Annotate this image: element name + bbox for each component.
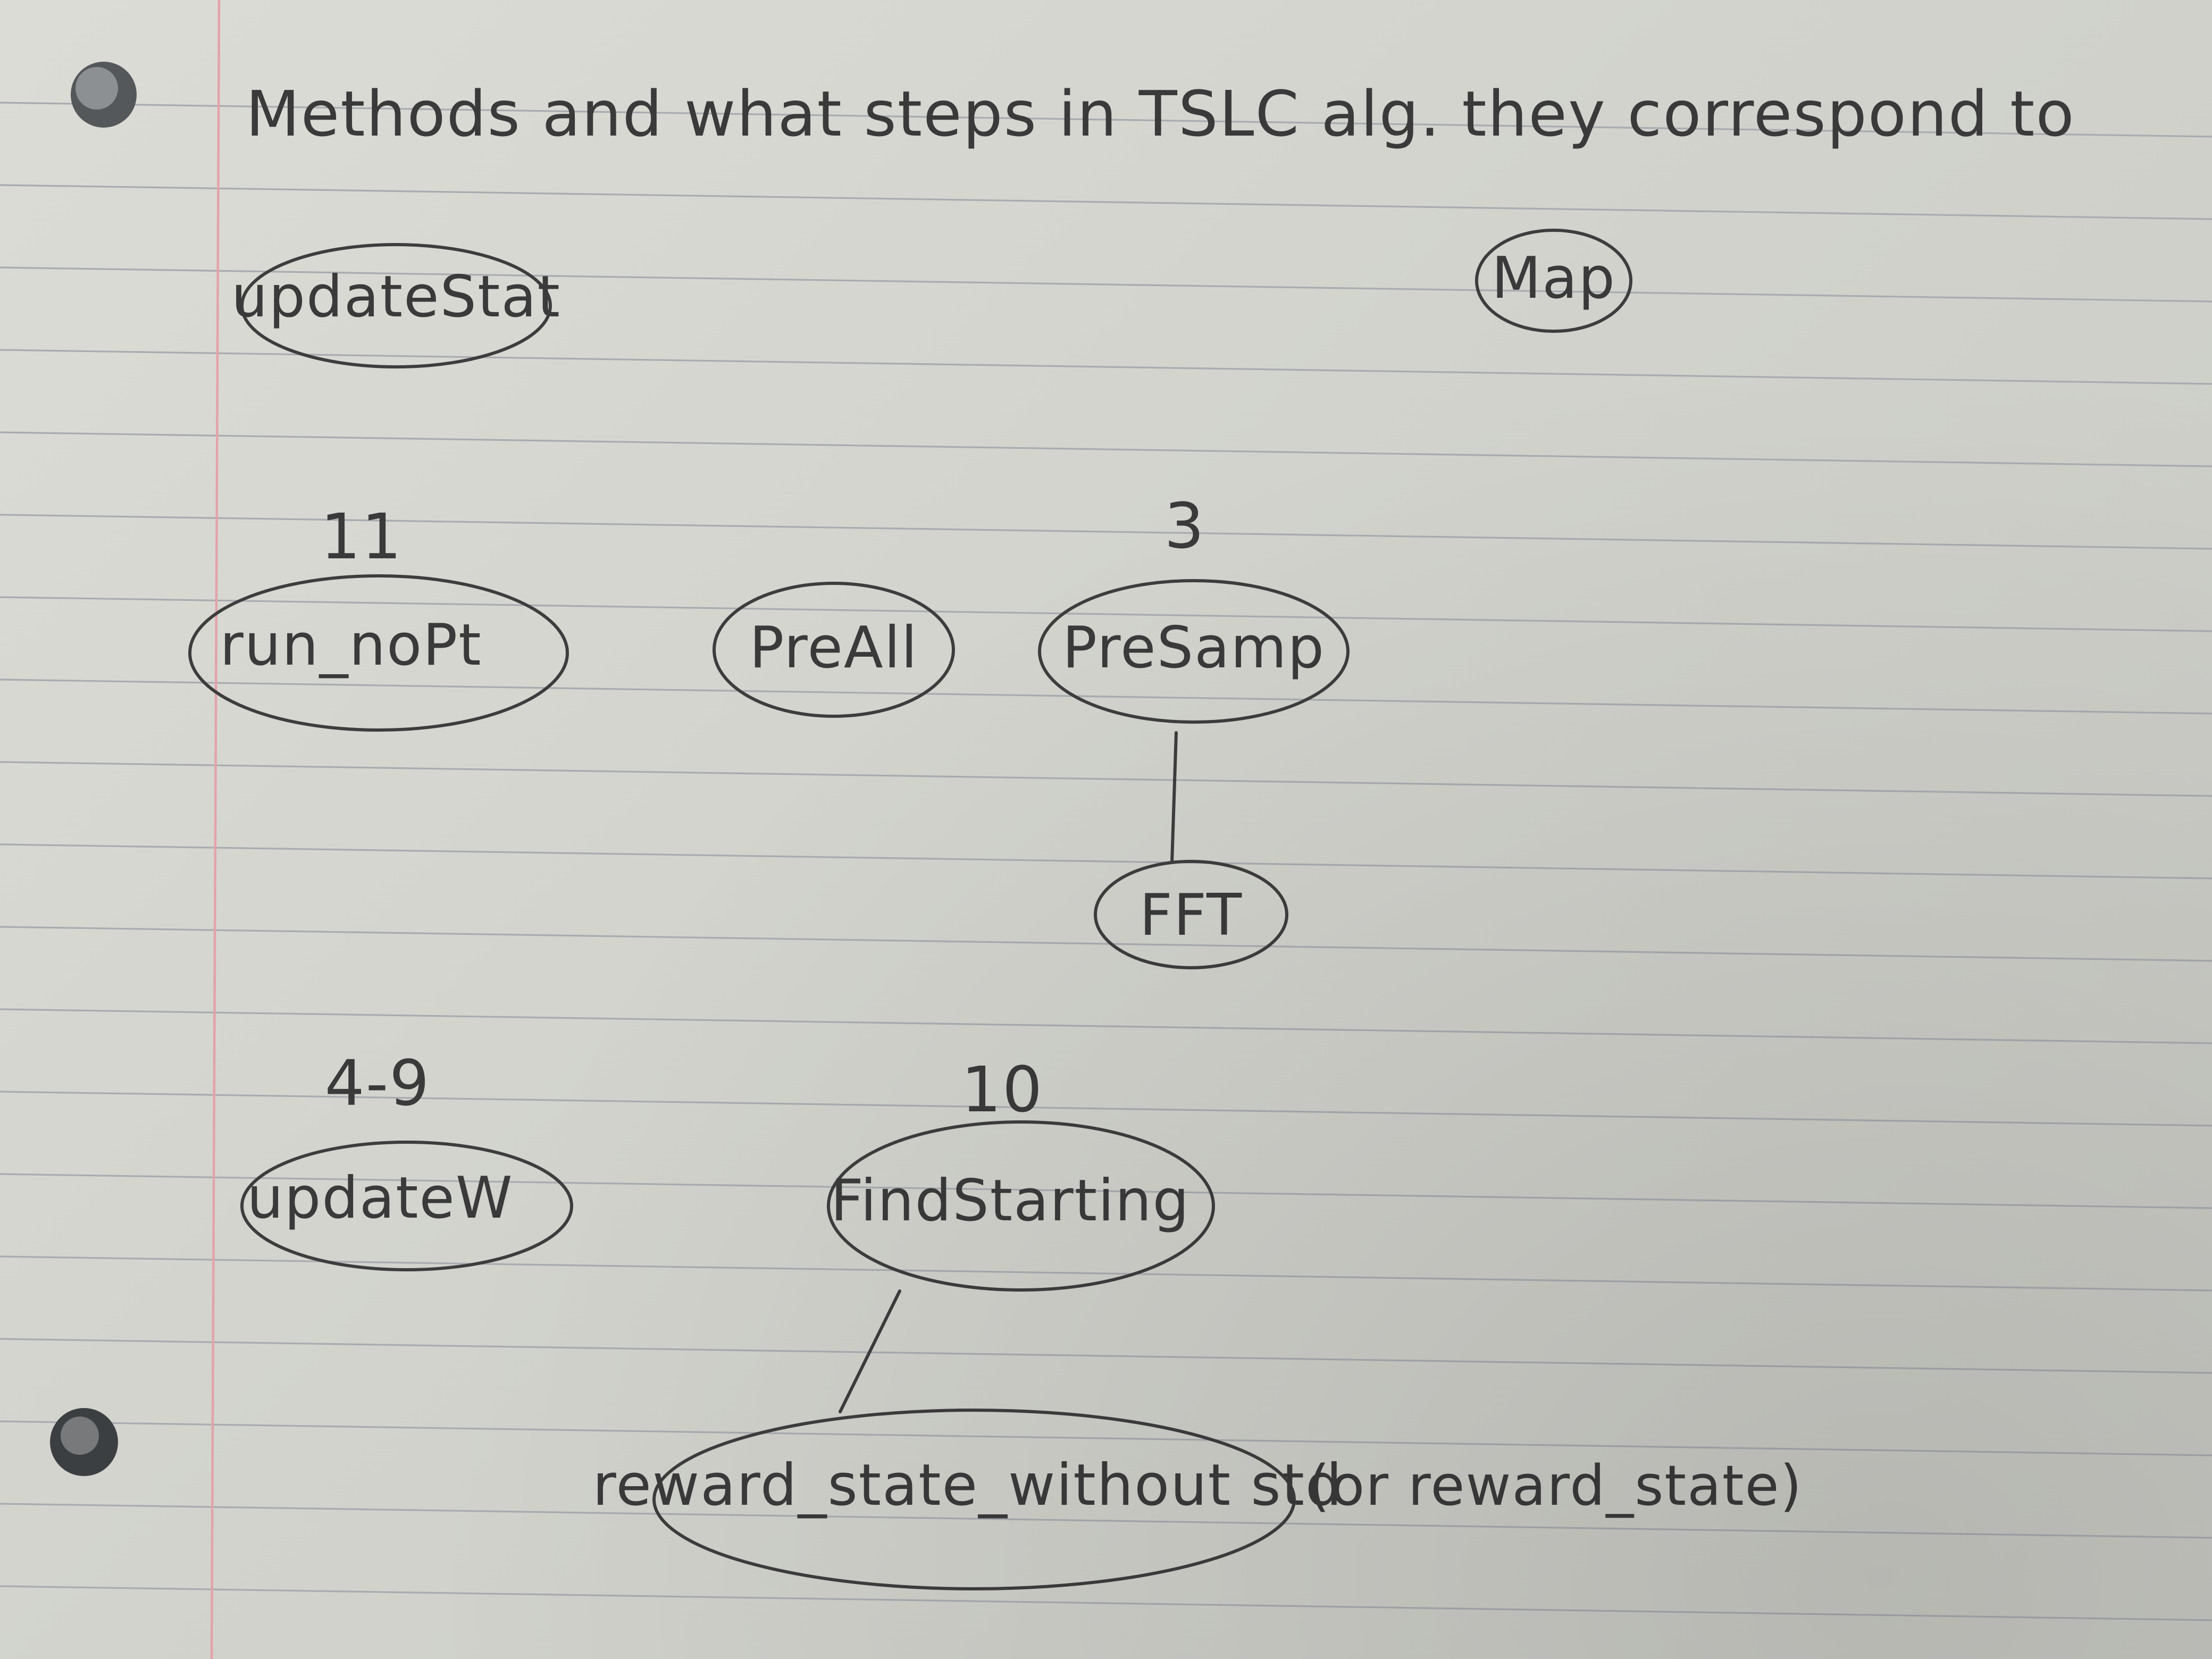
- step-label-update-w: 4-9: [325, 1046, 431, 1120]
- map-label: Map: [1492, 245, 1616, 312]
- connector-presamp-fft: [1170, 731, 1178, 864]
- ruled-line: [0, 1255, 2212, 1292]
- ruled-line: [0, 761, 2212, 797]
- map-node: [1475, 229, 1632, 333]
- ruled-line: [0, 1091, 2212, 1127]
- run-no-pt-label: run_noPt: [220, 612, 482, 678]
- update-w-label: updateW: [247, 1165, 513, 1231]
- ruled-line: [0, 678, 2212, 715]
- page-title: Methods and what steps in TSLC alg. they…: [246, 77, 2075, 150]
- run-no-pt-node: [188, 574, 569, 732]
- ruled-line: [0, 1008, 2212, 1044]
- ruled-line: [0, 349, 2212, 385]
- reward-state-without-std-label: reward_state_without std: [592, 1452, 1343, 1519]
- pre-samp-label: PreSamp: [1062, 615, 1325, 681]
- ruled-line: [0, 184, 2212, 220]
- ruled-line: [0, 1503, 2212, 1539]
- alternative-note: (or reward_state): [1308, 1453, 1803, 1518]
- update-w-node: [240, 1141, 573, 1271]
- step-label-run-no-pt: 11: [321, 500, 403, 573]
- step-label-find-starting: 10: [961, 1053, 1043, 1126]
- update-stat-node: [240, 243, 552, 368]
- reward-state-without-std-node: [652, 1409, 1296, 1590]
- pre-all-label: PreAll: [749, 615, 918, 681]
- ruled-line: [0, 1585, 2212, 1621]
- update-stat-label: updateStat: [231, 264, 561, 330]
- find-starting-label: FindStarting: [831, 1168, 1190, 1234]
- ruled-line: [0, 431, 2212, 467]
- connector-findstarting-reward: [839, 1289, 901, 1413]
- ruled-line: [0, 266, 2212, 303]
- ruled-line: [0, 514, 2212, 550]
- fft-node: [1094, 860, 1288, 969]
- fft-label: FFT: [1139, 882, 1243, 949]
- pre-all-node: [713, 582, 955, 718]
- ruled-line: [0, 596, 2212, 632]
- pre-samp-node: [1038, 579, 1350, 724]
- ruled-line: [0, 1173, 2212, 1209]
- ruled-lines: [0, 102, 2212, 1621]
- ruled-line: [0, 926, 2212, 962]
- find-starting-node: [827, 1120, 1215, 1292]
- ruled-line: [0, 1420, 2212, 1456]
- step-label-pre-samp: 3: [1164, 489, 1205, 563]
- ruled-line: [0, 1338, 2212, 1374]
- ruled-line: [0, 843, 2212, 879]
- ruled-line: [0, 102, 2212, 138]
- margin-line: [210, 0, 221, 1659]
